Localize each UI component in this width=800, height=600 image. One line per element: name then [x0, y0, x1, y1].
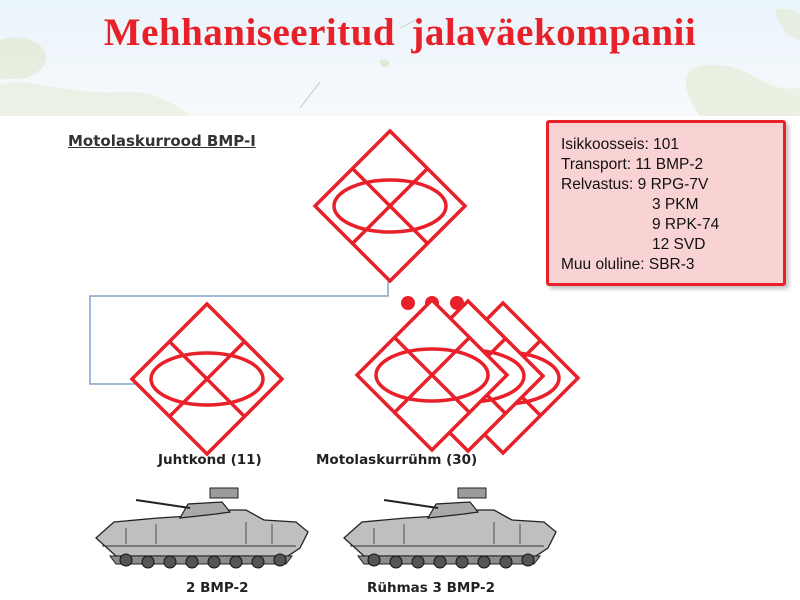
info-armament: Relvastus: 9 RPG-7V [561, 176, 709, 193]
map-background-decoration [0, 8, 800, 116]
diagram-subtitle: Motolaskurrood BMP-I [68, 132, 256, 150]
info-personnel: Isikkoosseis: 101 [561, 136, 680, 153]
info-armament-rpk: 9 RPK-74 [652, 216, 720, 233]
info-armament-pkm: 3 PKM [652, 196, 699, 213]
hq-vehicle-label: 2 BMP-2 [186, 580, 249, 596]
header-banner: Mehhaniseeritud jalaväekompanii [0, 0, 800, 116]
info-other: Muu oluline: SBR-3 [561, 256, 695, 273]
page-title: Mehhaniseeritud jalaväekompanii [103, 11, 697, 54]
hierarchy-connector [89, 280, 389, 385]
company-unit-symbol [313, 129, 467, 283]
platoon-bmp2-vehicle [343, 487, 557, 569]
hq-unit-label: Juhtkond (11) [158, 452, 262, 468]
platoon-vehicle-label: Rühmas 3 BMP-2 [367, 580, 495, 596]
info-transport: Transport: 11 BMP-2 [561, 156, 704, 173]
echelon-mark-platoon-dot [401, 296, 415, 310]
hq-bmp2-vehicle [95, 487, 309, 569]
platoon-unit-label: Motolaskurrühm (30) [316, 452, 478, 468]
info-box: Isikkoosseis: 101 Transport: 11 BMP-2 Re… [546, 120, 786, 286]
info-armament-svd: 12 SVD [652, 236, 706, 253]
hq-unit-symbol [130, 302, 284, 456]
